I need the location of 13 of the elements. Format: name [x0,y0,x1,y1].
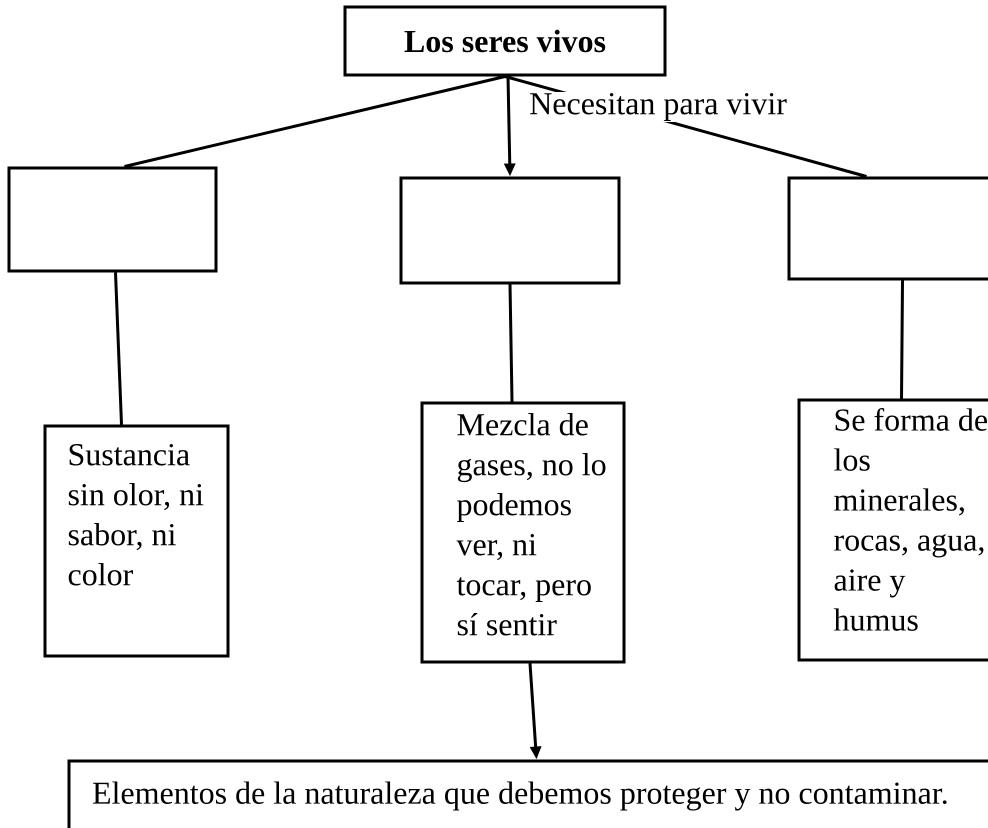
text-box: Mezcla de gases, no lo podemos ver, ni tocar, pero sí sentir [420,402,626,664]
connector-line [508,284,514,402]
text-box: Elementos de la naturaleza que debemos proteger y no contaminar. [68,760,988,828]
connector-line [114,272,123,425]
empty-box [400,176,620,284]
title-box: Los seres vivos [344,6,666,76]
text-box: Se forma de los minerales, rocas, agua, aire y humus [798,398,988,662]
connector-line [124,75,506,168]
empty-box [788,176,988,280]
edge-label: Necesitan para vivir [528,92,788,122]
connector-line [900,280,904,399]
text-box: Sustancia sin olor, ni sabor, ni color [44,424,230,658]
empty-box [8,166,218,272]
